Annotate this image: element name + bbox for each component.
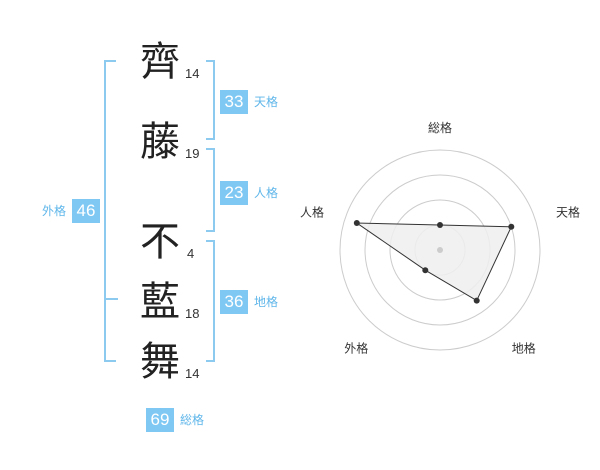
tenkaku-label: 天格	[254, 95, 279, 109]
radar-axis-label-1: 総格	[428, 120, 452, 135]
jinkaku-label: 人格	[254, 186, 279, 200]
stroke-count-3: 4	[187, 246, 195, 261]
radar-point-5	[353, 220, 360, 226]
radar-data	[353, 220, 515, 304]
tenkaku-badge: 33	[220, 90, 248, 114]
chikaku-badge: 36	[220, 290, 248, 314]
radar-axis-label-4: 外格	[344, 341, 368, 356]
stroke-count-1: 14	[185, 66, 200, 81]
gaikaku-label: 外格	[42, 204, 67, 218]
jinkaku-badge: 23	[220, 181, 248, 205]
radar-point-2	[508, 223, 515, 230]
radar-ring-3	[364, 174, 516, 326]
stroke-count-4: 18	[185, 306, 200, 321]
chikaku-label: 地格	[254, 295, 279, 309]
kanji-5: 舞	[140, 339, 180, 385]
radar-point-4	[422, 267, 429, 274]
stroke-count-5: 14	[185, 366, 200, 381]
kanji-2: 藤	[140, 119, 180, 165]
radar-axis-label-3: 地格	[512, 341, 536, 356]
soukaku-label: 総格	[180, 413, 205, 427]
tenkaku-bracket	[206, 60, 215, 140]
chikaku-bracket	[206, 240, 215, 362]
kanji-3: 不	[140, 219, 180, 265]
radar-ring-4	[339, 149, 541, 351]
gaikaku-bracket	[104, 60, 116, 362]
radar-axis-label-5: 人格	[300, 204, 324, 219]
soukaku-badge: 69	[146, 408, 174, 432]
radar-point-3	[473, 297, 480, 304]
radar-point-1	[437, 222, 443, 228]
kanji-4: 藍	[140, 279, 180, 325]
stroke-count-2: 19	[185, 146, 200, 161]
radar-series-polygon	[355, 222, 513, 302]
gaikaku-tick	[104, 298, 118, 300]
gaikaku-badge: 46	[72, 199, 100, 223]
radar-center-dot	[437, 247, 443, 253]
kanji-1: 齊	[140, 39, 180, 85]
radar-axis-label-2: 天格	[556, 204, 580, 219]
jinkaku-bracket	[206, 148, 215, 232]
